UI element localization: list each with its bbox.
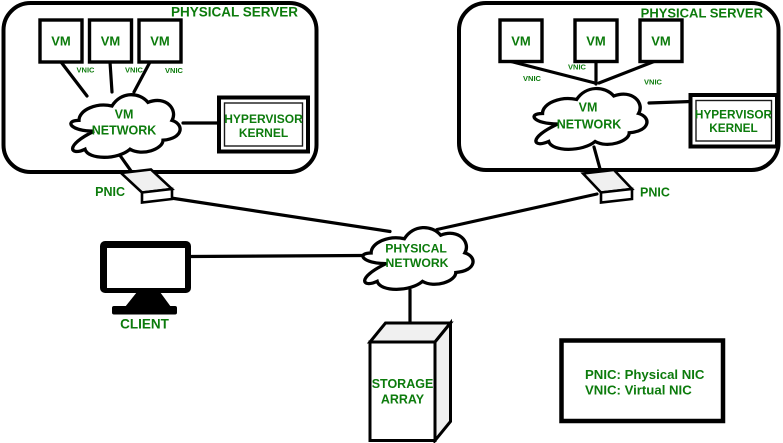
storage-array-label-line2: ARRAY bbox=[381, 393, 425, 407]
pnic-right-network-link bbox=[435, 192, 599, 232]
vm-network-label-line2: NETWORK bbox=[557, 118, 622, 132]
vm3-vnic-link bbox=[597, 59, 656, 85]
vm-box-1 bbox=[38, 18, 84, 64]
storage-array-label-line1: STORAGE bbox=[372, 377, 434, 391]
vm-label-1: VM bbox=[51, 34, 71, 49]
pnic-right-label: PNIC bbox=[640, 186, 670, 200]
legend-line-vnic: VNIC: Virtual NIC bbox=[585, 383, 692, 398]
vm-label-3: VM bbox=[651, 34, 671, 49]
legend-line-pnic: PNIC: Physical NIC bbox=[585, 367, 705, 382]
vm1-vnic-link bbox=[59, 60, 89, 98]
hypervisor-kernel-box bbox=[217, 95, 310, 154]
vnic-label-3: VNIC bbox=[165, 66, 184, 75]
physical-server-right: PHYSICAL SERVER VM VM VM VNIC VNIC VNIC … bbox=[457, 1, 781, 178]
hypervisor-label-line1: HYPERVISOR bbox=[224, 112, 303, 126]
vm3-vnic-link bbox=[132, 60, 152, 94]
vm-label-2: VM bbox=[586, 34, 606, 49]
storage-front-face bbox=[368, 340, 437, 442]
legend-border bbox=[559, 338, 726, 424]
client-network-link bbox=[189, 253, 364, 259]
hypervisor-kernel-inner-border bbox=[695, 99, 773, 142]
monitor-screen bbox=[107, 248, 185, 288]
vm-box-3 bbox=[638, 18, 684, 64]
pnic-left-shape bbox=[118, 168, 175, 204]
cloud-hypervisor-link bbox=[647, 99, 693, 105]
vm-box-2 bbox=[573, 18, 619, 64]
hypervisor-label-line2: KERNEL bbox=[709, 121, 758, 135]
vm1-vnic-link bbox=[509, 59, 597, 85]
client-monitor-icon bbox=[100, 241, 191, 315]
pnic-right-shape bbox=[580, 168, 635, 204]
pnic-left-network-link bbox=[169, 196, 392, 234]
vm-label-1: VM bbox=[511, 34, 531, 49]
vm2-vnic-link bbox=[108, 60, 114, 94]
physical-network-label-line1: PHYSICAL bbox=[385, 242, 447, 256]
monitor-stand bbox=[125, 292, 171, 307]
client-label: CLIENT bbox=[120, 317, 170, 332]
server-title: PHYSICAL SERVER bbox=[171, 5, 298, 20]
pnic-front-face bbox=[599, 187, 634, 204]
storage-side-face bbox=[433, 318, 452, 443]
vnic-label-2: VNIC bbox=[568, 63, 587, 72]
server-title: PHYSICAL SERVER bbox=[641, 6, 764, 21]
vm-network-label-line1: VM bbox=[115, 108, 134, 122]
vnic-label-1: VNIC bbox=[77, 66, 96, 75]
pnic-left-label: PNIC bbox=[95, 185, 125, 199]
vnic-label-1: VNIC bbox=[523, 74, 542, 83]
vm-label-2: VM bbox=[101, 34, 121, 49]
vm-box-1 bbox=[498, 18, 544, 64]
monitor-base bbox=[112, 306, 177, 315]
pnic-front-face bbox=[140, 187, 174, 204]
vm-label-3: VM bbox=[150, 34, 170, 49]
storage-array-shape bbox=[366, 318, 454, 443]
hypervisor-label-line2: KERNEL bbox=[239, 126, 288, 140]
vm-network-label-line1: VM bbox=[579, 101, 598, 115]
hypervisor-label-line1: HYPERVISOR bbox=[695, 108, 773, 122]
physical-server-left: PHYSICAL SERVER VM VM VM VNIC VNIC VNIC … bbox=[1, 1, 319, 180]
physical-network-label-line2: NETWORK bbox=[386, 256, 449, 270]
vm-box-2 bbox=[87, 18, 134, 64]
vnic-label-2: VNIC bbox=[125, 66, 144, 75]
legend-box: PNIC: Physical NIC VNIC: Virtual NIC bbox=[559, 338, 726, 424]
hypervisor-kernel-inner-border bbox=[223, 102, 304, 147]
vm-box-3 bbox=[137, 18, 183, 64]
vm-network-label-line2: NETWORK bbox=[92, 124, 157, 138]
hypervisor-kernel-box bbox=[688, 93, 779, 149]
vnic-label-3: VNIC bbox=[644, 78, 663, 87]
